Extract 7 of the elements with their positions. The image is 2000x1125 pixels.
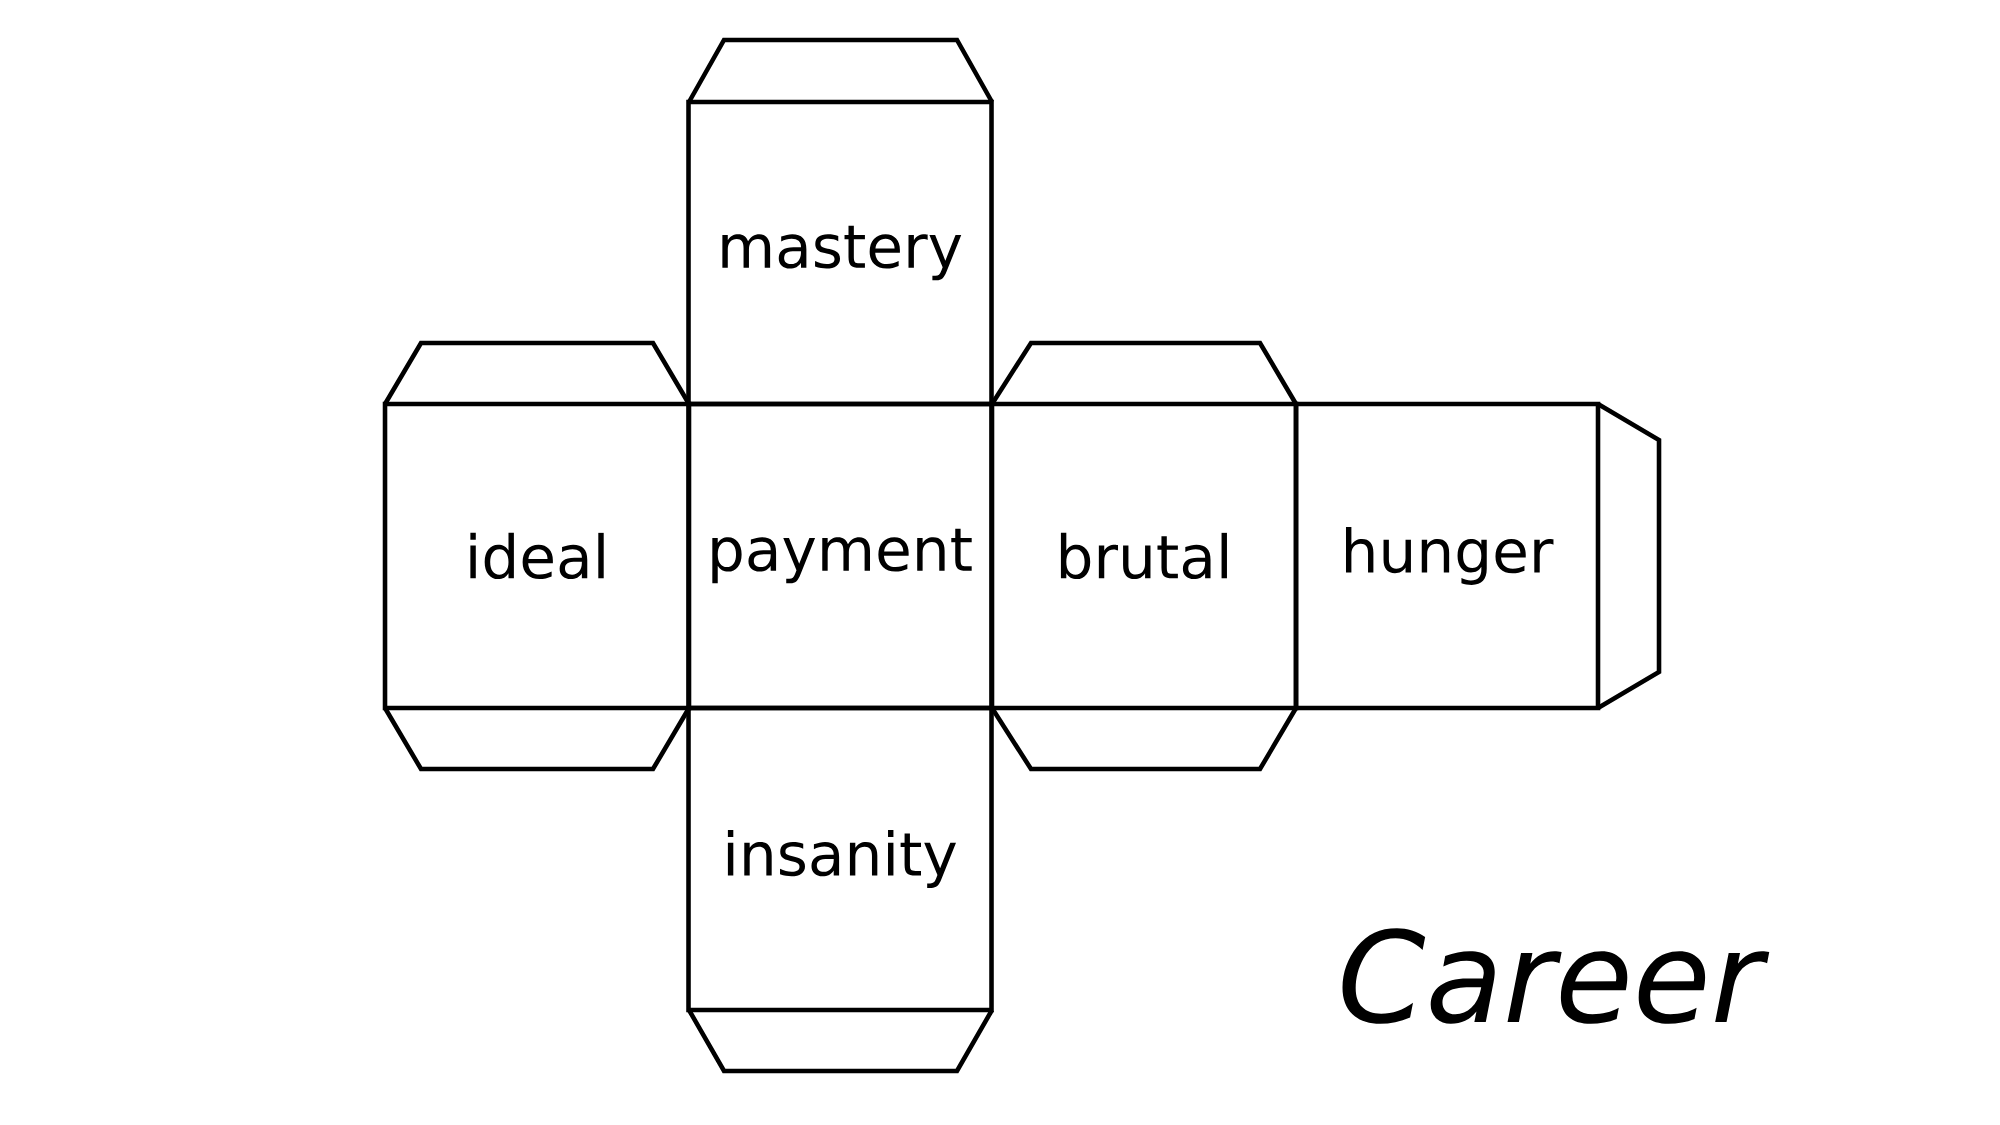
title: Career [1342, 928, 1770, 1024]
face-box: mastery [686, 99, 994, 407]
face-box: payment [686, 401, 994, 711]
face-box: insanity [686, 705, 994, 1013]
face-box: ideal [382, 401, 692, 711]
face-box: hunger [1293, 401, 1601, 711]
face-box: brutal [989, 401, 1299, 711]
